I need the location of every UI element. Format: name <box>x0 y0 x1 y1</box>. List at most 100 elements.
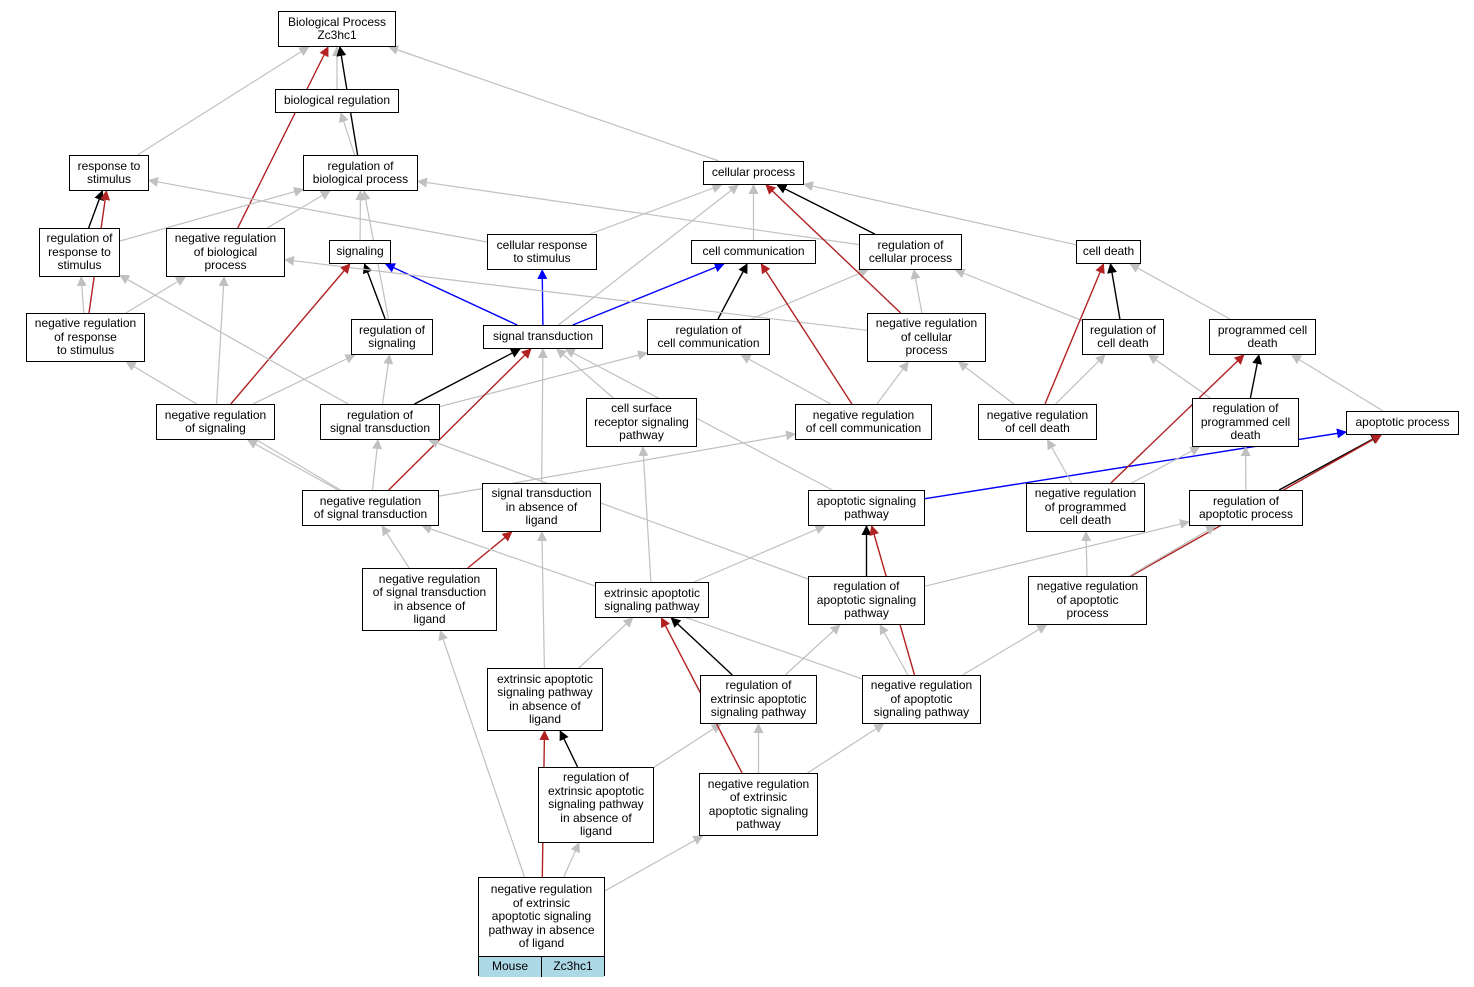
edge-negregbp-to-regbp <box>266 190 331 229</box>
edge-regeasp-to-easp <box>670 617 733 676</box>
edge-cellresp-to-resp <box>148 176 488 243</box>
node-regulation-of-cell-death[interactable]: regulation of cell death <box>1082 319 1164 355</box>
edge-asp-to-sigtrans <box>564 348 833 491</box>
node-apoptotic-process[interactable]: apoptotic process <box>1346 411 1459 435</box>
edge-negregapoproc-to-negregpcd <box>1081 531 1092 577</box>
node-regulation-of-signal-transduction[interactable]: regulation of signal transduction <box>320 404 440 440</box>
node-negative-regulation-of-cell-death[interactable]: negative regulation of cell death <box>978 404 1097 440</box>
edge-sigtrans-to-signaling <box>384 263 518 326</box>
node-biological-regulation[interactable]: biological regulation <box>275 89 399 113</box>
edge-regcelldeath-to-celldeath <box>1107 263 1121 320</box>
node-regulation-of-programmed-cell-death[interactable]: regulation of programmed cell death <box>1192 398 1299 447</box>
node-negative-regulation-of-cellular-process[interactable]: negative regulation of cellular process <box>867 313 986 362</box>
edge-resp-to-bp <box>137 46 310 156</box>
edge-apoproc-to-pcd <box>1290 354 1384 412</box>
edge-regasp-to-regsigtrans <box>428 438 809 580</box>
edge-regasp-to-regapoproc <box>924 519 1190 587</box>
edge-regsigtrans-to-sigtrans <box>414 348 521 405</box>
edge-negregapoproc-to-regapoproc <box>1129 525 1217 577</box>
edge-negregsigtrans-to-regsigtrans <box>371 439 382 491</box>
edge-regsigtrans-to-regsig <box>381 354 394 405</box>
edge-negregpcd-to-negregcelldeath <box>1047 439 1073 484</box>
node-signaling[interactable]: signaling <box>329 240 391 264</box>
node-negative-regulation-of-extrinsic-apoptotic-signaling-pathway-in-absence-of-ligand[interactable]: negative regulation of extrinsic apoptot… <box>478 877 605 977</box>
node-negative-regulation-of-programmed-cell-death[interactable]: negative regulation of programmed cell d… <box>1026 483 1145 532</box>
node-cell-death[interactable]: cell death <box>1076 240 1141 264</box>
edge-negregcellcomm-to-negregcellproc <box>876 361 909 405</box>
node-regulation-of-apoptotic-signaling-pathway[interactable]: regulation of apoptotic signaling pathwa… <box>808 576 925 625</box>
node-regulation-of-biological-process[interactable]: regulation of biological process <box>303 155 418 191</box>
node-regulation-of-cell-communication[interactable]: regulation of cell communication <box>647 319 770 355</box>
node-apoptotic-signaling-pathway[interactable]: apoptotic signaling pathway <box>808 490 925 526</box>
edge-sigtrans-to-cellresp <box>537 269 548 326</box>
edge-negregcellproc-to-cellproc <box>765 184 902 314</box>
edge-regpcd-to-pcd <box>1249 354 1263 399</box>
edge-negregresp-to-regresp <box>76 276 87 314</box>
node-regulation-of-apoptotic-process[interactable]: regulation of apoptotic process <box>1189 490 1303 526</box>
edge-easp-to-asp <box>693 524 826 583</box>
leaf-annotation-row: Mouse Zc3hc1 <box>479 956 604 977</box>
edge-negregasp-to-negregapoproc <box>962 624 1048 676</box>
node-regulation-of-extrinsic-apoptotic-signaling-pathway[interactable]: regulation of extrinsic apoptotic signal… <box>700 675 817 724</box>
edge-regresp-to-regbp <box>119 186 304 242</box>
edge-pcd-to-celldeath <box>1129 263 1231 320</box>
node-programmed-cell-death[interactable]: programmed cell death <box>1209 319 1316 355</box>
node-negative-regulation-of-cell-communication[interactable]: negative regulation of cell communicatio… <box>795 404 932 440</box>
node-negative-regulation-of-apoptotic-process[interactable]: negative regulation of apoptotic process <box>1028 576 1147 625</box>
edge-negregcellcomm-to-regcellcomm <box>740 354 831 405</box>
edge-celldeath-to-cellproc <box>803 181 1077 246</box>
node-signal-transduction[interactable]: signal transduction <box>483 325 603 349</box>
edge-regcellproc-to-cellproc <box>776 184 876 235</box>
edge-negregbp-to-bp <box>237 46 329 229</box>
edge-negregpcd-to-pcd <box>1110 354 1245 484</box>
edge-regbp-to-bioreg <box>338 112 356 156</box>
edge-regcellcomm-to-cellcomm <box>717 263 748 320</box>
edge-negregasp-to-regasp <box>879 624 909 676</box>
node-extrinsic-apoptotic-signaling-pathway[interactable]: extrinsic apoptotic signaling pathway <box>595 582 709 618</box>
edge-cellproc-to-bp <box>388 45 719 162</box>
edge-leaf-to-negregstial <box>438 630 526 878</box>
edge-sigtrans-to-cellcomm <box>572 262 725 326</box>
edge-negregcelldeath-to-celldeath <box>1044 263 1105 405</box>
node-negative-regulation-of-signal-transduction[interactable]: negative regulation of signal transducti… <box>302 490 439 526</box>
edge-leaf-to-regeaspial <box>563 842 580 878</box>
node-negative-regulation-of-apoptotic-signaling-pathway[interactable]: negative regulation of apoptotic signali… <box>862 675 981 724</box>
node-negative-regulation-of-biological-process[interactable]: negative regulation of biological proces… <box>166 228 285 277</box>
node-regulation-of-signaling[interactable]: regulation of signaling <box>351 319 433 355</box>
node-negative-regulation-of-signaling[interactable]: negative regulation of signaling <box>156 404 275 440</box>
node-biological-process[interactable]: Biological Process Zc3hc1 <box>278 11 396 47</box>
edge-easp-to-csrsp <box>638 446 652 583</box>
edge-regeasp-to-regasp <box>784 624 841 676</box>
species-cell: Mouse <box>479 957 541 977</box>
node-extrinsic-apoptotic-signaling-pathway-in-absence-of-ligand[interactable]: extrinsic apoptotic signaling pathway in… <box>487 668 603 731</box>
node-negative-regulation-of-response-to-stimulus[interactable]: negative regulation of response to stimu… <box>26 313 145 362</box>
node-response-to-stimulus[interactable]: response to stimulus <box>69 155 149 191</box>
edge-negregstial-to-negregsigtrans <box>381 525 410 569</box>
edge-regsigtrans-to-regcellcomm <box>439 350 648 408</box>
edge-negregcelldeath-to-negregcellproc <box>957 361 1015 405</box>
node-cell-surface-receptor-signaling-pathway[interactable]: cell surface receptor signaling pathway <box>586 398 697 447</box>
node-regulation-of-extrinsic-apoptotic-signaling-pathway-in-absence-of-ligand[interactable]: regulation of extrinsic apoptotic signal… <box>538 767 654 843</box>
gene-cell: Zc3hc1 <box>541 957 604 977</box>
node-negative-regulation-of-signal-transduction-in-absence-of-ligand[interactable]: negative regulation of signal transducti… <box>362 568 497 631</box>
edge-stial-to-sigtrans <box>537 348 548 484</box>
edge-negregcellcomm-to-cellcomm <box>760 263 853 405</box>
edge-cellresp-to-cellproc <box>589 183 723 235</box>
node-regulation-of-response-to-stimulus[interactable]: regulation of response to stimulus <box>39 228 120 277</box>
edge-negregcelldeath-to-regcelldeath <box>1055 354 1106 405</box>
edge-negregsigtrans-to-sigtrans <box>388 348 532 491</box>
edge-negregsig-to-negregbp <box>216 276 229 405</box>
node-cell-communication[interactable]: cell communication <box>691 240 816 264</box>
node-negative-regulation-of-extrinsic-apoptotic-signaling-pathway[interactable]: negative regulation of extrinsic apoptot… <box>699 773 818 836</box>
node-signal-transduction-in-absence-of-ligand[interactable]: signal transduction in absence of ligand <box>482 483 601 532</box>
node-regulation-of-cellular-process[interactable]: regulation of cellular process <box>859 234 962 270</box>
node-cellular-process[interactable]: cellular process <box>703 161 804 185</box>
edge-easpial-to-stial <box>537 531 548 669</box>
edge-negregeasp-to-negregasp <box>807 723 885 774</box>
edge-regsig-to-signaling <box>362 263 386 320</box>
edge-regpcd-to-regcelldeath <box>1147 354 1211 399</box>
edge-negregcellproc-to-negregbp <box>284 255 868 331</box>
node-cellular-response-to-stimulus[interactable]: cellular response to stimulus <box>487 234 597 270</box>
edge-easpial-to-easp <box>578 617 634 669</box>
